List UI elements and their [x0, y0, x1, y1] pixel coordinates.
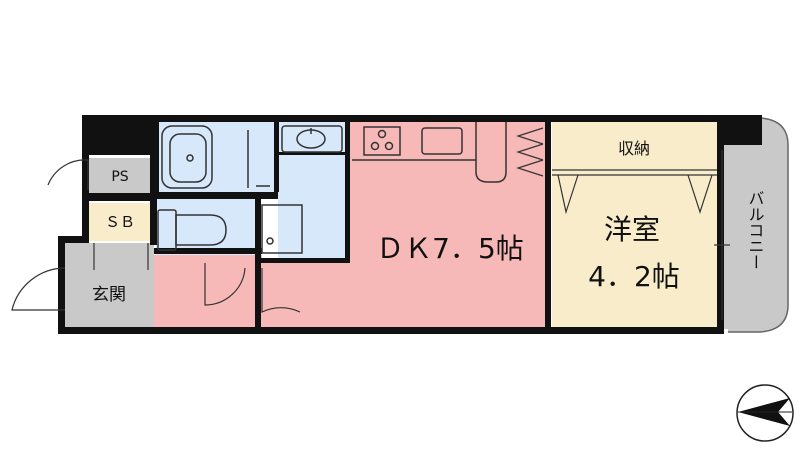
wash-basin: [281, 125, 343, 153]
storage-closet: [552, 169, 717, 215]
ps-floor: [88, 158, 152, 194]
compass: [736, 384, 794, 442]
sb-floor: [88, 203, 152, 241]
balcony-label: バルコニー: [746, 190, 765, 270]
western-room-name: 洋室: [604, 213, 660, 246]
entrance-floor: [64, 243, 154, 328]
balcony-outline: [728, 117, 789, 333]
dk-closet-doors: [516, 127, 544, 177]
toilet: [157, 209, 227, 251]
washroom-floor: [278, 121, 348, 259]
walls: [58, 115, 762, 334]
ps-label: PS: [111, 169, 128, 185]
dk-floor-south: [262, 262, 352, 328]
balcony-window: [714, 150, 730, 320]
kitchen-counter: [352, 122, 507, 183]
storage-label: 収納: [618, 139, 650, 158]
bathtub: [161, 125, 270, 189]
bathroom-floor: [156, 121, 276, 194]
entrance-label: 玄関: [92, 285, 126, 305]
corridor-floor: [154, 255, 262, 328]
sb-label: ＳＢ: [105, 213, 135, 231]
dk-label: ＤＫ7．5帖: [376, 232, 524, 265]
doors: [11, 159, 301, 313]
washing-machine-pan: [261, 204, 303, 254]
western-room-size: 4．2帖: [588, 260, 680, 293]
western-room-floor: [552, 121, 717, 328]
toilet-floor: [156, 199, 256, 255]
